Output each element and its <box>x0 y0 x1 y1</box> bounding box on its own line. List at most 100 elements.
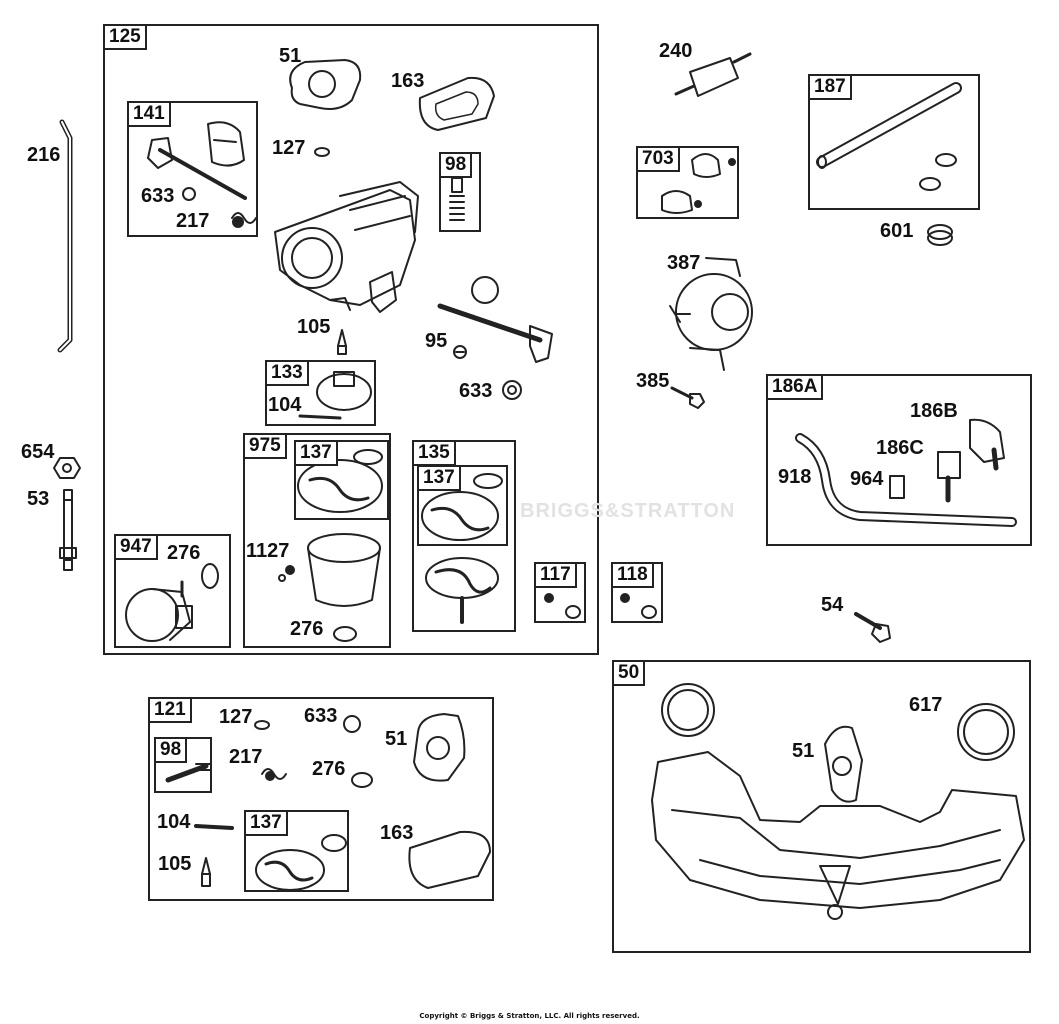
kit-box-137c: 137 <box>244 810 349 892</box>
kit-tag-137b: 137 <box>417 465 461 491</box>
kit-box-137b: 137 <box>417 465 508 546</box>
fuel-pump-387 <box>669 257 753 371</box>
kit-tag-121: 121 <box>148 697 192 723</box>
part-label-51: 51 <box>279 45 302 67</box>
gasket-51 <box>289 59 362 110</box>
kit-box-975: 975 <box>243 433 391 648</box>
fuel-filter-240 <box>674 52 752 97</box>
part-label-54: 54 <box>821 594 844 616</box>
kit-tag-186A: 186A <box>766 374 824 400</box>
fitting-kit-186A <box>795 418 1017 527</box>
bolt-54 <box>854 612 891 643</box>
part-label-51b: 51 <box>792 740 815 762</box>
kit-box-121: 121 <box>148 697 494 901</box>
kit-box-118: 118 <box>611 562 663 623</box>
parts-118 <box>620 593 657 619</box>
kit-tag-133: 133 <box>265 360 309 386</box>
o-ring-127 <box>314 147 330 157</box>
kit-tag-98a: 98 <box>439 152 473 178</box>
part-label-105: 105 <box>297 316 331 338</box>
bushing-633 <box>502 380 522 400</box>
parts-117 <box>544 593 581 619</box>
stud-part <box>59 489 77 571</box>
float-133 <box>298 371 372 420</box>
screw-385 <box>670 386 705 409</box>
part-label-51c: 51 <box>385 728 408 750</box>
kit-tag-703: 703 <box>636 146 680 172</box>
kit-box-125: 125 <box>103 24 599 655</box>
carburetor-body <box>274 181 419 313</box>
part-label-95: 95 <box>425 330 448 352</box>
part-label-633c: 633 <box>304 705 338 727</box>
kit-tag-141: 141 <box>127 101 171 127</box>
nut-part <box>53 457 81 479</box>
kit-tag-187: 187 <box>808 74 852 100</box>
part-label-633: 633 <box>141 185 175 207</box>
part-label-387: 387 <box>667 252 701 274</box>
gasket-163 <box>418 76 495 131</box>
kit-box-137a: 137 <box>294 440 389 520</box>
part-label-104: 104 <box>268 394 302 416</box>
part-label-163: 163 <box>391 70 425 92</box>
part-label-601: 601 <box>880 220 914 242</box>
part-label-127: 127 <box>272 137 306 159</box>
kit-tag-50: 50 <box>612 660 646 686</box>
kit-tag-137a: 137 <box>294 440 338 466</box>
part-label-163b: 163 <box>380 822 414 844</box>
watermark-logo: BRIGGS&STRATTON <box>520 500 736 522</box>
bowl-975 <box>278 449 383 642</box>
part-label-105b: 105 <box>158 853 192 875</box>
kit-box-186A: 186A <box>766 374 1032 546</box>
part-label-186B: 186B <box>910 400 958 422</box>
throttle-link-rod <box>57 119 73 353</box>
kit-box-947: 947 <box>114 534 231 648</box>
kit-box-135: 135 <box>412 440 516 632</box>
part-label-127b: 127 <box>219 706 253 728</box>
kit-box-703: 703 <box>636 146 739 219</box>
kit-tag-98b: 98 <box>154 737 188 763</box>
part-label-216: 216 <box>27 144 61 166</box>
part-label-53: 53 <box>27 488 50 510</box>
choke-shaft <box>437 276 553 363</box>
part-label-186C: 186C <box>876 437 924 459</box>
kit-tag-118: 118 <box>611 562 654 588</box>
bowl-135 <box>421 473 503 624</box>
part-label-276b: 276 <box>290 618 324 640</box>
clamps-703 <box>661 153 736 214</box>
copyright-notice: Copyright © Briggs & Stratton, LLC. All … <box>419 1012 640 1020</box>
intake-manifold-50 <box>651 683 1025 920</box>
kit-tag-135: 135 <box>412 440 456 466</box>
idle-screw <box>449 177 465 221</box>
parts-121 <box>165 713 491 891</box>
part-label-617: 617 <box>909 694 943 716</box>
part-label-918: 918 <box>778 466 812 488</box>
kit-box-117: 117 <box>534 562 586 623</box>
kit-tag-125: 125 <box>103 24 147 50</box>
part-label-104b: 104 <box>157 811 191 833</box>
needle-105 <box>337 329 347 355</box>
kit-box-98a: 98 <box>439 152 481 232</box>
part-label-633b: 633 <box>459 380 493 402</box>
part-label-1127: 1127 <box>246 540 290 562</box>
kit-box-133: 133 <box>265 360 376 426</box>
fuel-line-187 <box>816 82 962 191</box>
part-label-240: 240 <box>659 40 693 62</box>
kit-tag-975: 975 <box>243 433 287 459</box>
part-label-276c: 276 <box>312 758 346 780</box>
kit-box-187: 187 <box>808 74 980 210</box>
part-label-964: 964 <box>850 468 884 490</box>
part-label-217b: 217 <box>229 746 263 768</box>
kit-box-98b: 98 <box>154 737 212 793</box>
part-label-385: 385 <box>636 370 670 392</box>
kit-tag-947: 947 <box>114 534 158 560</box>
part-label-654: 654 <box>21 441 55 463</box>
clamp-601 <box>927 224 953 246</box>
kit-box-50: 50 <box>612 660 1031 953</box>
screw-95 <box>453 345 467 359</box>
fuel-solenoid-947 <box>125 563 219 642</box>
kit-tag-117: 117 <box>534 562 577 588</box>
kit-box-141: 141 <box>127 101 258 237</box>
part-label-276: 276 <box>167 542 201 564</box>
